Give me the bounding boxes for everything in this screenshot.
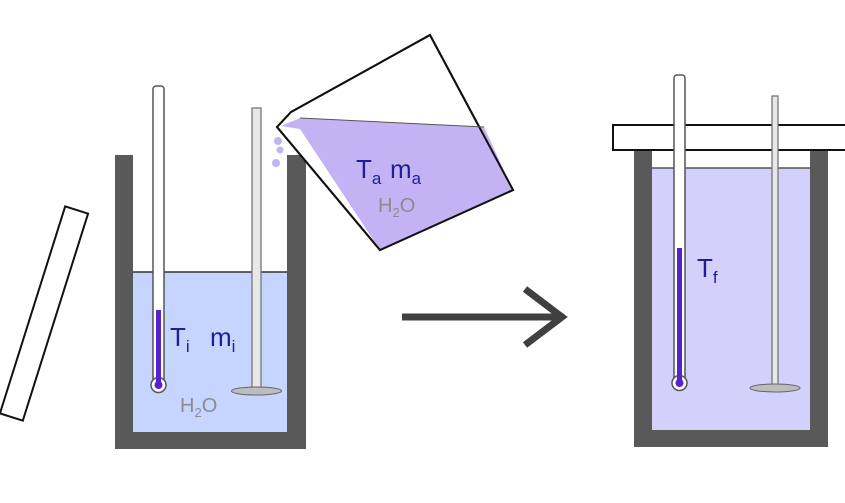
- drip: [274, 137, 282, 145]
- label-h2o-beaker: H2O: [378, 195, 415, 220]
- right-thermometer-fluid: [677, 248, 682, 384]
- label-mi: mi: [210, 322, 235, 356]
- pour-beaker: [272, 33, 515, 252]
- right-stirrer: [749, 95, 801, 393]
- pour-beaker-water: [281, 118, 513, 250]
- left-thermometer: [150, 85, 167, 394]
- label-ta: Ta: [356, 154, 382, 188]
- drip: [276, 146, 284, 154]
- label-h2o-left: H2O: [180, 395, 217, 420]
- label-tf: Tf: [697, 253, 718, 287]
- right-calorimeter: [612, 124, 845, 447]
- left-thermometer-fluid: [156, 310, 161, 386]
- label-ti: Ti: [170, 322, 190, 356]
- drip: [272, 159, 280, 167]
- right-lid: [612, 124, 845, 151]
- left-lid: [0, 205, 90, 422]
- left-stirrer: [231, 107, 282, 396]
- right-thermometer: [671, 74, 688, 392]
- process-arrow: [402, 286, 568, 348]
- label-ma: ma: [390, 154, 422, 188]
